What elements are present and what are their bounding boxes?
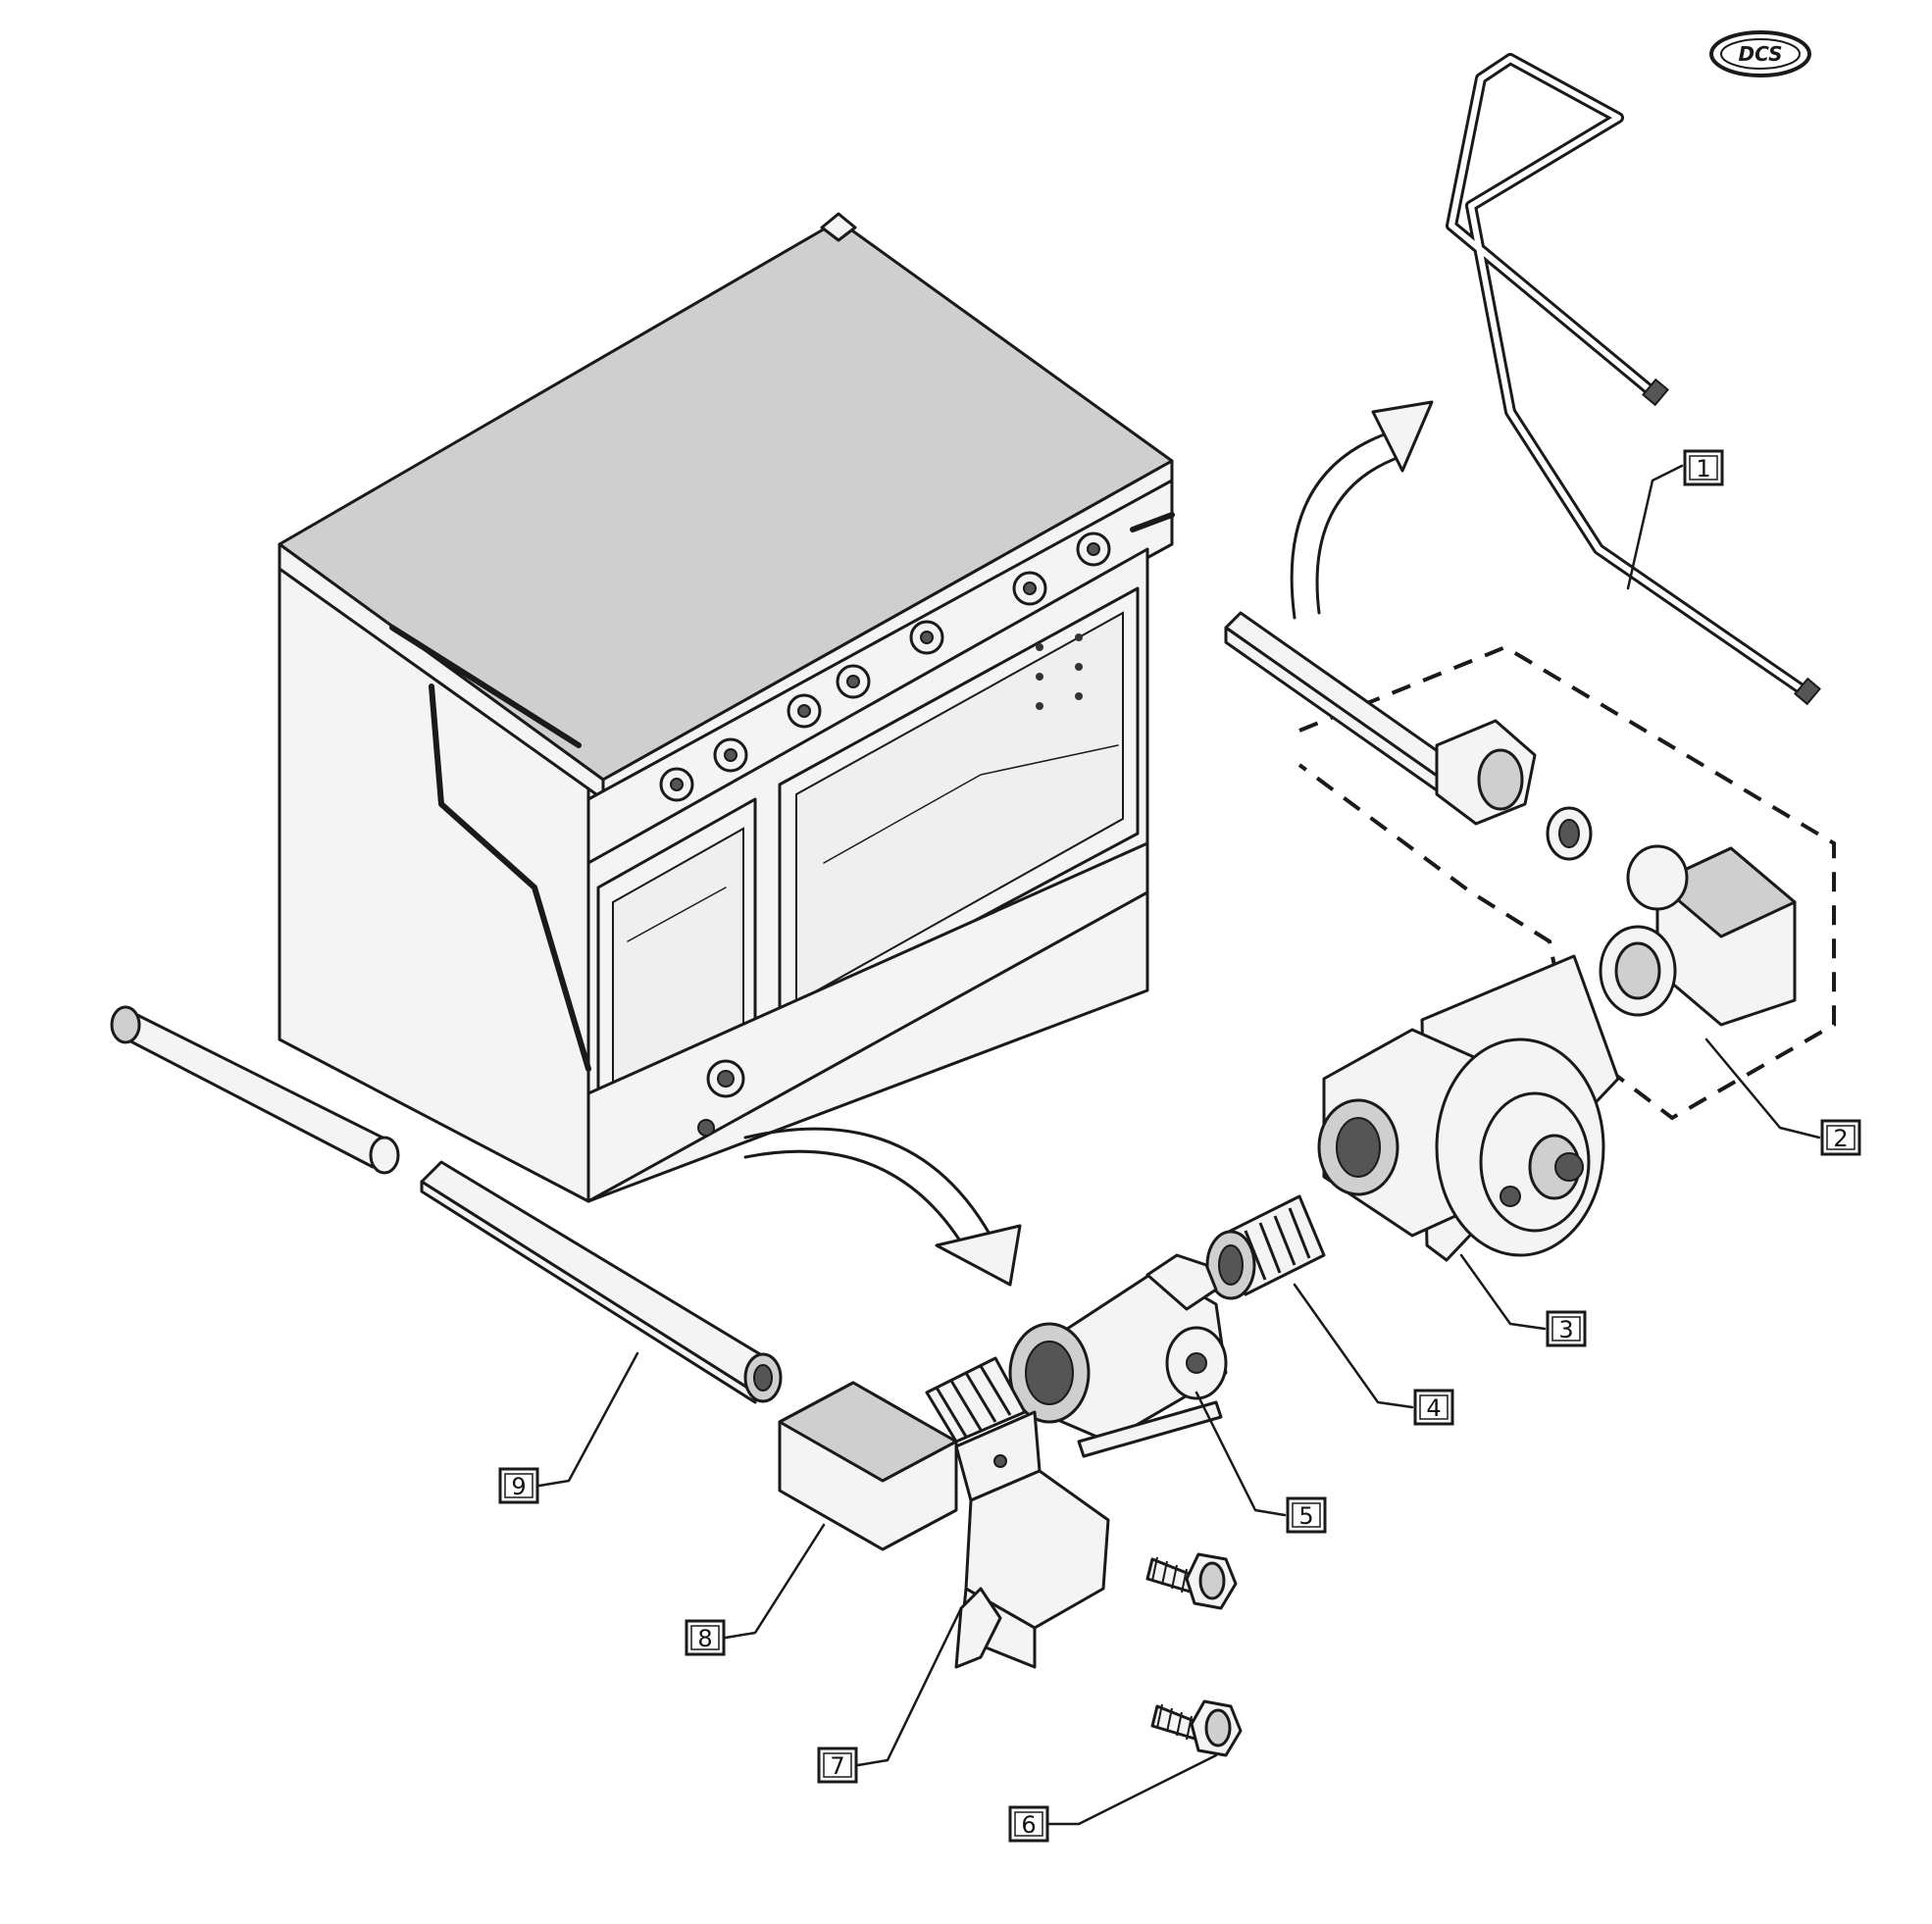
part-2-flare-nut (1435, 719, 1537, 826)
part-8-coupling-block (778, 1356, 1027, 1551)
callout-2-label: 2 (1833, 1125, 1848, 1152)
callout-3: 3 (1546, 1310, 1587, 1347)
part-7-mounting-bracket (954, 1410, 1110, 1669)
part-4-pipe-nipple (1205, 1194, 1326, 1300)
part-2-elbow-adapter (1599, 844, 1797, 1027)
supply-pipe-upper (1224, 611, 1473, 806)
callout-7: 7 (817, 1747, 858, 1784)
callout-leaders (537, 464, 1821, 1826)
callout-3-label: 3 (1558, 1316, 1573, 1343)
brand-logo: DCS (1709, 30, 1811, 77)
install-direction-arrow-upper (1290, 400, 1434, 620)
callout-8-label: 8 (697, 1625, 712, 1652)
callout-7-label: 7 (830, 1752, 844, 1780)
brand-logo-text: DCS (1739, 42, 1783, 66)
part-2-ferrule (1546, 806, 1593, 861)
callout-2: 2 (1820, 1119, 1861, 1156)
callout-9-label: 9 (511, 1473, 526, 1500)
part-3-pressure-regulator (1317, 954, 1620, 1262)
install-direction-arrow-lower (743, 1127, 1022, 1287)
callout-6-label: 6 (1021, 1811, 1036, 1839)
part-9-pipe (110, 1005, 783, 1404)
callout-4-label: 4 (1426, 1394, 1441, 1422)
callout-1-label: 1 (1696, 455, 1710, 482)
part-6-screw-upper (1145, 1552, 1238, 1610)
range-appliance (278, 212, 1175, 1203)
callout-9: 9 (498, 1467, 539, 1504)
callout-4: 4 (1413, 1389, 1454, 1426)
control-knobs (659, 532, 1111, 802)
part-5-shutoff-valve (1008, 1253, 1228, 1458)
callout-1: 1 (1683, 449, 1724, 486)
part-1-gas-line-tube (1446, 53, 1821, 706)
callout-6: 6 (1008, 1805, 1049, 1843)
callout-5: 5 (1286, 1496, 1327, 1534)
part-6-screw (1150, 1699, 1243, 1757)
callout-8: 8 (685, 1619, 726, 1656)
part-2-group-outline (1297, 644, 1836, 1121)
callout-5-label: 5 (1298, 1502, 1313, 1530)
